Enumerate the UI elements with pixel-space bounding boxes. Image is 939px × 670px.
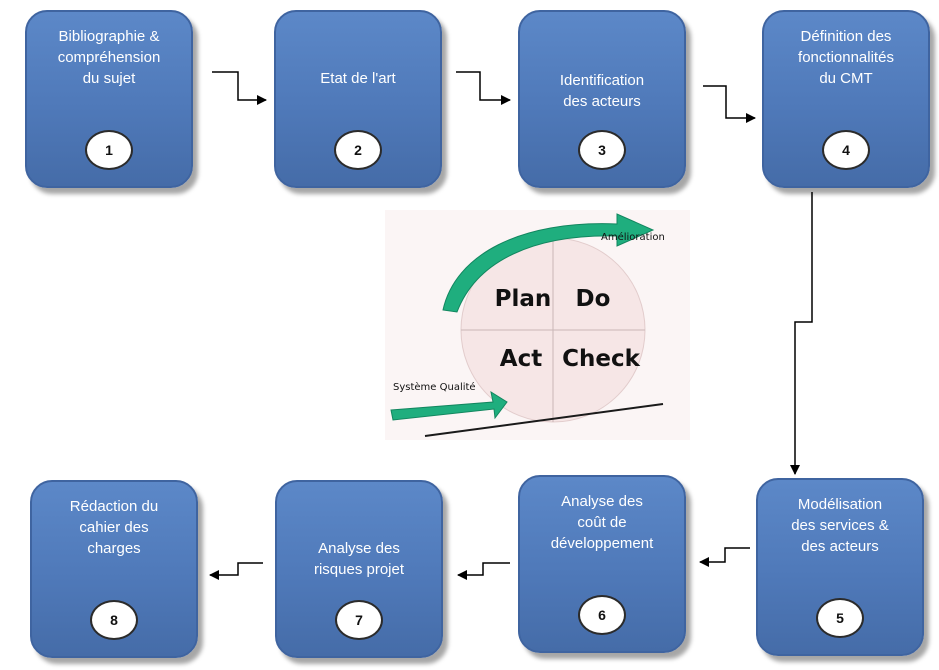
pdca-plan: Plan — [495, 286, 552, 312]
arrow-5-to-6 — [699, 547, 750, 567]
step-2-label: Etat de l'art — [320, 70, 396, 87]
pdca-illustration: Plan Do Act Check Amélioration Système Q… — [385, 210, 690, 440]
arrow-2-to-3 — [456, 71, 511, 105]
step-5-box: Modélisation des services & des acteurs … — [756, 478, 924, 656]
step-7-label: Analyse des risques projet — [313, 540, 405, 578]
step-2-number: 2 — [334, 130, 382, 170]
arrow-6-to-7 — [457, 562, 510, 580]
improvement-label: Amélioration — [601, 231, 665, 243]
step-1-number: 1 — [85, 130, 133, 170]
step-4-number: 4 — [822, 130, 870, 170]
step-5-number: 5 — [816, 598, 864, 638]
arrow-1-to-2 — [212, 71, 267, 105]
step-4-label: Définition des fonctionnalités du CMT — [798, 28, 894, 87]
step-5-label: Modélisation des services & des acteurs — [791, 496, 889, 555]
step-3-label: Identification des acteurs — [559, 72, 645, 110]
step-6-label: Analyse des coût de développement — [550, 493, 654, 552]
improvement-arrow — [442, 213, 655, 313]
arrow-7-to-8 — [209, 562, 263, 580]
step-1-label: Bibliographie & compréhension du sujet — [57, 28, 161, 87]
quality-system-label: Système Qualité — [393, 381, 476, 393]
arrow-3-to-4 — [703, 85, 756, 123]
step-6-box: Analyse des coût de développement 6 — [518, 475, 686, 653]
step-3-number: 3 — [578, 130, 626, 170]
step-7-number: 7 — [335, 600, 383, 640]
quality-ground-line — [424, 403, 664, 437]
step-1-box: Bibliographie & compréhension du sujet 1 — [25, 10, 193, 188]
arrow-4-to-5 — [790, 192, 813, 475]
step-3-box: Identification des acteurs 3 — [518, 10, 686, 188]
step-8-label: Rédaction du cahier des charges — [69, 498, 159, 557]
pdca-act: Act — [500, 346, 542, 372]
step-2-box: Etat de l'art 2 — [274, 10, 442, 188]
pdca-do: Do — [576, 286, 611, 312]
step-4-box: Définition des fonctionnalités du CMT 4 — [762, 10, 930, 188]
quality-system-arrow — [390, 390, 508, 421]
step-7-box: Analyse des risques projet 7 — [275, 480, 443, 658]
pdca-check: Check — [562, 346, 640, 372]
step-8-box: Rédaction du cahier des charges 8 — [30, 480, 198, 658]
step-8-number: 8 — [90, 600, 138, 640]
step-6-number: 6 — [578, 595, 626, 635]
